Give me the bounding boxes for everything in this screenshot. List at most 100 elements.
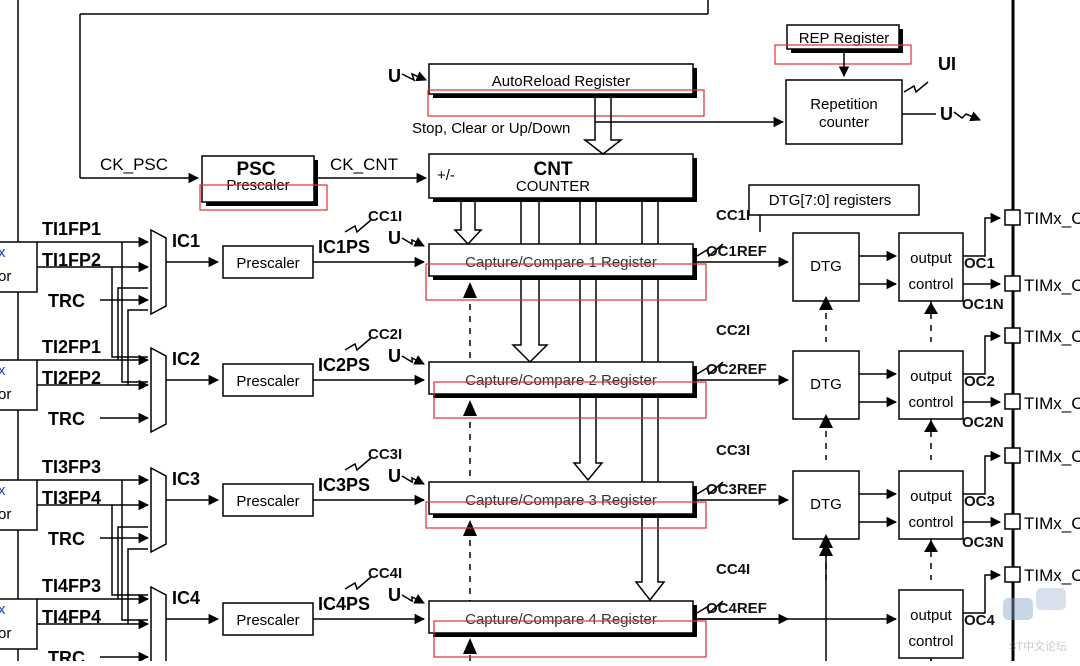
ch3-oc-label: OC3 [964, 493, 995, 510]
ch2-cc-register-box [428, 361, 694, 395]
ch2-trc-label: TRC [48, 409, 85, 429]
ch2-cross-wire-up [117, 287, 148, 360]
channels-group: xorTI1FP1TI1FP2TRCIC1PrescalerIC1PSCC1IU… [0, 207, 1080, 666]
psc-label: PSC [236, 159, 275, 180]
ch4-ocref-label: OC4REF [706, 600, 767, 617]
psc-box [201, 155, 315, 203]
ch1-cci-label: CC1I [368, 208, 402, 225]
ch2-output-up-arrowhead [924, 420, 938, 432]
ch2-pinn-box [1004, 393, 1021, 410]
ck-psc-label: CK_PSC [100, 155, 168, 174]
ch2-input-filter-box [0, 359, 38, 411]
ch4-prescaler-box [222, 602, 314, 636]
ch3-trc-label: TRC [48, 529, 85, 549]
preload-arrow-cnt [582, 98, 624, 155]
rep-highlight [774, 44, 912, 65]
dtg-registers-box [748, 184, 920, 216]
ch4-trc-label: TRC [48, 648, 85, 661]
ch4-control-label: control [908, 633, 953, 650]
ch3-dtg-label: DTG [810, 496, 842, 513]
ch2-input-filter-label-a: x [0, 362, 6, 379]
ch4-icps-label: IC4PS [318, 594, 370, 614]
cnt-box [428, 153, 694, 199]
ch2-input-filter-label-b: or [0, 386, 11, 403]
ck-cnt-label: CK_CNT [330, 155, 398, 174]
ch2-dtg-up-arrowhead [819, 414, 833, 428]
ch4-oc-label: OC4 [964, 612, 996, 629]
ch1-input-filter-label-b: or [0, 268, 11, 285]
ch2-cc-register-label: Capture/Compare 2 Register [465, 372, 657, 389]
ch1-oc-label: OC1 [964, 255, 995, 272]
ch1-tifp-b-label: TI1FP2 [42, 250, 101, 270]
ch1-cross-wire-down-2 [121, 242, 148, 383]
ch3-cross-wire-down [111, 505, 148, 596]
ch2-ccout-label: CC2I [716, 322, 750, 339]
ch4-ccout-label: CC4I [716, 561, 750, 578]
ch3-pinn-label: TIMx_C [1024, 514, 1080, 533]
ch4-tifp-a-label: TI4FP3 [42, 576, 101, 596]
ch2-output-label: output [910, 368, 953, 385]
ch2-control-label: control [908, 394, 953, 411]
ch1-pinn-label: TIMx_C [1024, 276, 1080, 295]
ch1-trc-label: TRC [48, 291, 85, 311]
ch2-pin-box [1004, 327, 1021, 344]
cnt-label: CNT [533, 159, 572, 180]
ch1-cci-zigzag [344, 219, 372, 234]
ch4-pin-label: TIMx_C [1024, 566, 1080, 585]
ch3-ocref-label: OC3REF [706, 481, 767, 498]
u-out-label: U [940, 104, 953, 124]
repetition-counter-label-1: Repetition [810, 96, 878, 113]
ch3-pin-box [1004, 447, 1021, 464]
ch3-input-filter-label-a: x [0, 482, 6, 499]
ui-zigzag [903, 81, 929, 94]
ch1-ccout-zigzag [696, 243, 724, 258]
dtg-bottom-arrowhead [819, 542, 833, 556]
ch2-oc-label: OC2 [964, 373, 995, 390]
ch3-output-up-arrowhead [924, 540, 938, 552]
ch1-output-label: output [910, 250, 953, 267]
autoreload-label: AutoReload Register [492, 73, 630, 90]
ch2-cross-wire-up-2 [127, 309, 148, 385]
ch1-output-up-arrowhead [924, 302, 938, 314]
ch1-u-label: U [388, 228, 401, 248]
psc-highlight [199, 184, 328, 211]
ch3-input-filter-label-b: or [0, 506, 11, 523]
repetition-counter-box [785, 79, 903, 145]
ch1-dtg-box [792, 232, 860, 302]
ch4-cross-wire-up [117, 526, 148, 599]
ch4-cross-wire-up-2 [127, 548, 148, 624]
ch1-cc-register-label: Capture/Compare 1 Register [465, 254, 657, 271]
ch4-pin-box [1004, 566, 1021, 583]
autoreload-box [428, 63, 694, 95]
ch2-ocref-label: OC2REF [706, 361, 767, 378]
ch4-cc-register-highlight [433, 620, 707, 658]
ch3-cc-register-label: Capture/Compare 3 Register [465, 492, 657, 509]
ch3-input-mux [150, 466, 167, 554]
stop-clear-label: Stop, Clear or Up/Down [412, 120, 570, 137]
ch3-u-arrow [401, 475, 425, 485]
ch4-tifp-b-label: TI4FP4 [42, 607, 101, 627]
ch3-dtg-box [792, 470, 860, 540]
ch4-input-filter-label-a: x [0, 601, 6, 618]
ch1-ccout-label: CC1I [716, 207, 750, 224]
ch1-input-filter-label-a: x [0, 244, 6, 261]
ch4-cc-register-box [428, 600, 694, 634]
ch1-icps-label: IC1PS [318, 237, 370, 257]
ch2-tifp-a-label: TI2FP1 [42, 337, 101, 357]
ch1-control-label: control [908, 276, 953, 293]
ch2-prescaler-label: Prescaler [236, 373, 299, 390]
ch2-output-control-box [898, 350, 964, 420]
ch3-cc-register-highlight [425, 501, 707, 529]
ch2-prescaler-box [222, 363, 314, 397]
autoreload-highlight [427, 89, 705, 117]
ch4-output-control-box [898, 589, 964, 659]
ch4-u-arrow [401, 594, 425, 604]
ch4-ccout-zigzag [696, 600, 724, 615]
ch4-oc-wire [963, 569, 1002, 614]
ch1-oc-wire [963, 212, 1002, 257]
ch3-ccout-label: CC3I [716, 442, 750, 459]
ch2-cc-register-highlight [433, 381, 707, 419]
ch3-icps-label: IC3PS [318, 475, 370, 495]
